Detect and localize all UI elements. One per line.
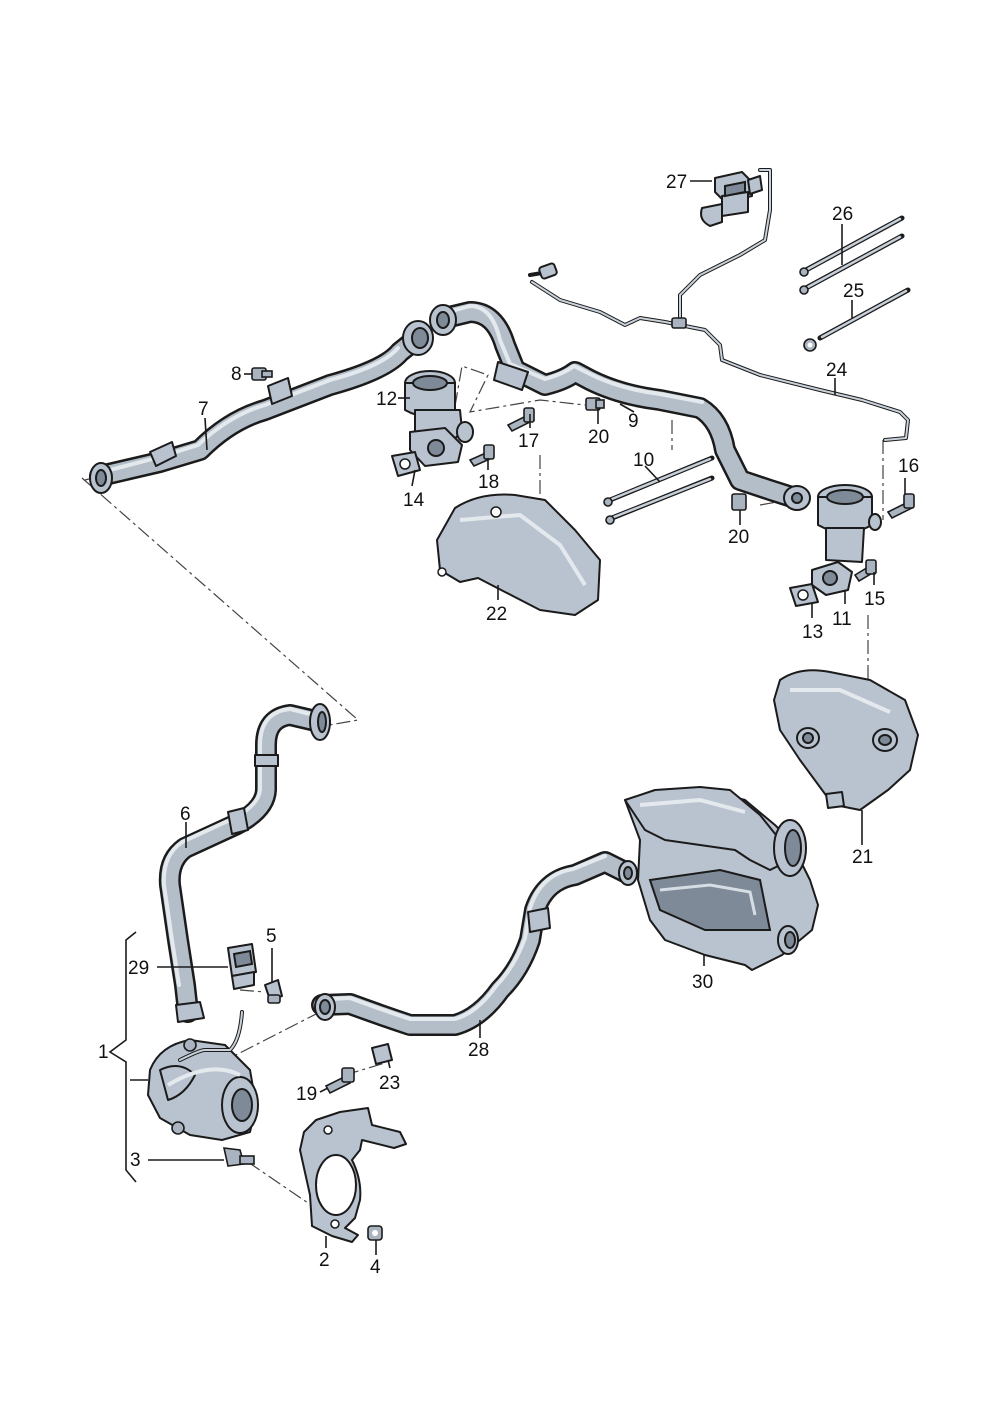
- assembly-brace-1: [108, 931, 137, 1183]
- callout-20-lower: 20: [728, 527, 749, 548]
- bolt-17: [506, 407, 536, 433]
- callout-22: 22: [486, 604, 507, 625]
- callout-29: 29: [128, 958, 149, 979]
- callout-11: 11: [832, 609, 852, 630]
- clip-23: [371, 1043, 393, 1065]
- callout-3: 3: [130, 1150, 141, 1171]
- cable-ties-26: [799, 215, 905, 295]
- callout-24: 24: [826, 360, 848, 381]
- callout-5: 5: [266, 926, 277, 947]
- heat-shield-21: [773, 669, 919, 811]
- callout-26: 26: [832, 204, 853, 225]
- bolt-8: [251, 367, 273, 381]
- callout-17: 17: [518, 431, 539, 452]
- callout-2: 2: [319, 1250, 330, 1271]
- hose-28: [311, 851, 638, 1036]
- callout-23: 23: [379, 1073, 400, 1094]
- callout-6: 6: [180, 804, 191, 825]
- callout-15: 15: [864, 589, 885, 610]
- air-filter-housing-30: [624, 786, 819, 971]
- cable-ties-10: [603, 455, 715, 525]
- callout-12: 12: [376, 389, 397, 410]
- callout-25: 25: [843, 281, 864, 302]
- callout-labels: 1 2 3 4 5 6 7 8 9 10 11 12 13 14 15 16 1…: [98, 172, 919, 1278]
- valve-11: [811, 484, 882, 596]
- vacuum-line-24: [528, 168, 910, 442]
- nut-20-lower: [731, 493, 747, 511]
- callout-18: 18: [478, 472, 499, 493]
- callout-13: 13: [802, 622, 823, 643]
- air-pump-1: [147, 1010, 259, 1141]
- heat-shield-22: [436, 493, 601, 616]
- hose-7: [89, 320, 434, 494]
- callout-7: 7: [198, 399, 209, 420]
- hose-6: [158, 703, 331, 1023]
- valve-12: [404, 370, 474, 467]
- callout-20-upper: 20: [588, 427, 609, 448]
- callout-21: 21: [852, 847, 873, 868]
- sensor-29: [227, 943, 257, 990]
- nut-20-upper: [585, 397, 605, 411]
- callout-30: 30: [692, 972, 713, 993]
- bolt-15: [853, 559, 877, 583]
- callout-14: 14: [403, 490, 425, 511]
- callout-16: 16: [898, 456, 919, 477]
- callout-28: 28: [468, 1040, 489, 1061]
- callout-19: 19: [296, 1084, 317, 1105]
- callout-1: 1: [98, 1042, 109, 1063]
- leader-lines: [130, 180, 906, 1255]
- nut-4: [367, 1225, 383, 1241]
- callout-8: 8: [231, 364, 242, 385]
- bolt-19: [324, 1067, 355, 1095]
- bolt-16: [886, 493, 915, 520]
- callout-9: 9: [628, 411, 639, 432]
- callout-27: 27: [666, 172, 687, 193]
- hose-9: [429, 301, 811, 511]
- gasket-14: [391, 451, 421, 477]
- bracket-2: [299, 1107, 407, 1243]
- gasket-13: [789, 583, 819, 607]
- bolt-18: [468, 444, 495, 468]
- cable-tie-25: [803, 287, 911, 352]
- callout-10: 10: [633, 450, 654, 471]
- screw-3: [222, 1147, 255, 1167]
- solenoid-valve-27: [700, 171, 763, 227]
- callout-4: 4: [370, 1257, 381, 1278]
- clip-5: [264, 979, 283, 1004]
